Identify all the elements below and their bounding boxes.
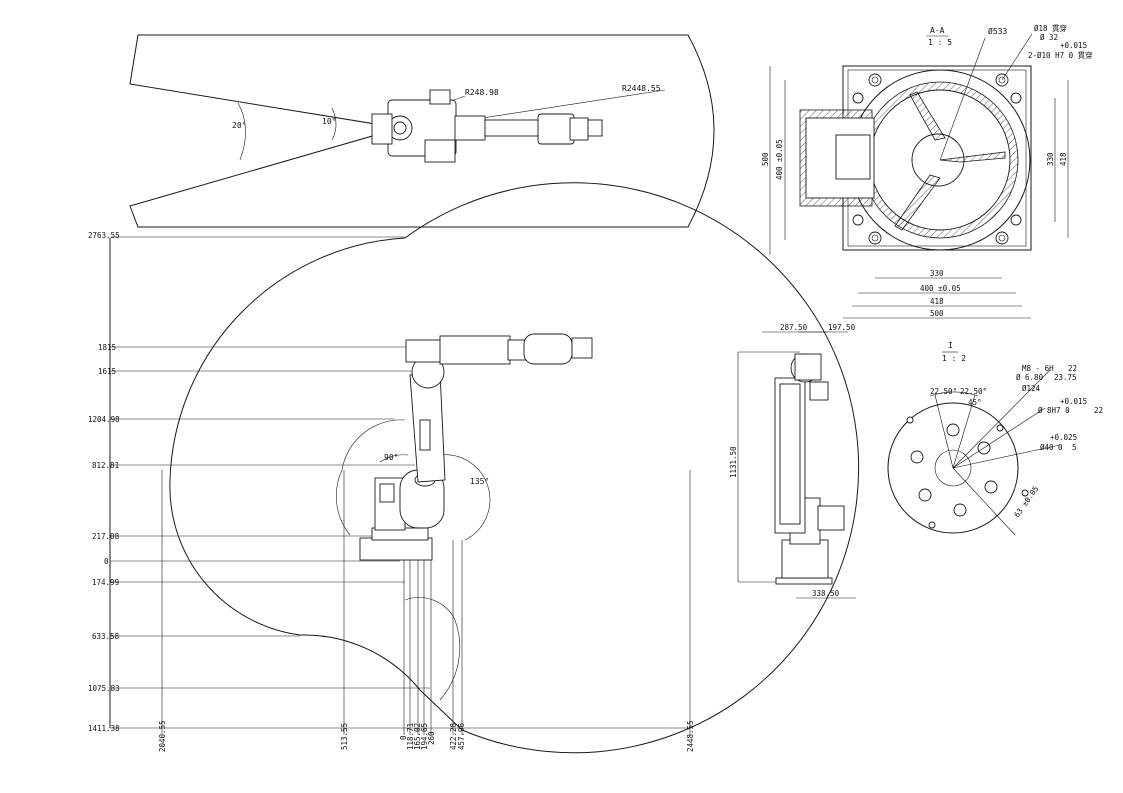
side-view-x-label: 2448.55 [686, 720, 695, 752]
flange-pcd-depth: 23.75 [1054, 373, 1077, 382]
top-view-angle-arc-10 [331, 107, 337, 141]
section-view: A-A 1 : 5 Ø533 [761, 23, 1093, 319]
flange-thread-depth: 22 [1068, 364, 1077, 373]
side-view-y-label: 2763.55 [88, 231, 120, 240]
side-view-y-labels: 2763.55 1815 1615 1204.98 812.81 217.08 … [88, 231, 120, 733]
section-title: A-A [930, 26, 945, 35]
top-view-radius-large: R2448.55 [622, 84, 661, 93]
side-view-x-label: 118.71 [406, 723, 415, 750]
section-w-500: 500 [930, 309, 944, 318]
flange-title: I [948, 341, 953, 350]
side-view-y-label: 1075.83 [88, 684, 120, 693]
top-view-angle-20: 20° [232, 121, 246, 130]
flange-bore-depth: 5 [1072, 443, 1077, 452]
front-view-robot [774, 353, 845, 585]
top-view-radius-small: R248.98 [465, 88, 499, 97]
section-h-330: 330 [1046, 152, 1055, 166]
flange-bolt-holes [906, 416, 1029, 529]
front-view-width-197: 197.50 [828, 323, 856, 332]
section-scale: 1 : 5 [928, 38, 952, 47]
flange-dia-pcd: Ø 6.80 [1016, 373, 1044, 382]
side-view-angle-90: 90° [384, 453, 398, 462]
side-view-angle-135: 135° [470, 477, 489, 486]
top-view-workspace-sector [129, 34, 715, 228]
flange-outer [887, 402, 1019, 534]
side-view-y-label: 217.08 [92, 532, 120, 541]
flange-angle-3: 45° [968, 398, 982, 407]
front-view: 287.50 197.50 1131.50 338.50 [729, 323, 856, 599]
front-view-base: 338.50 [812, 589, 840, 598]
section-dia-cbore: Ø 32 [1040, 33, 1058, 42]
flange-bore-tol: +0.025 [1050, 433, 1077, 442]
flange-dia-124: Ø124 [1022, 384, 1041, 393]
side-view-x-label: 2040.55 [158, 720, 167, 752]
side-view-y-label: 633.58 [92, 632, 120, 641]
side-view: 2763.55 1815 1615 1204.98 812.81 217.08 … [88, 182, 860, 754]
side-view-x-label: 422.28 [449, 722, 458, 750]
side-view-x-label: 194.65 [420, 723, 429, 750]
side-view-x-label: 513.55 [340, 723, 349, 750]
section-mount-holes [852, 73, 1022, 245]
section-w-418: 418 [930, 297, 944, 306]
section-w-400: 400 ±0.05 [920, 284, 961, 293]
section-h-500: 500 [761, 152, 770, 166]
flange-view: I 1 : 2 M8 - 6H 22 Ø 6.80 23.75 Ø124 22. [887, 341, 1103, 536]
flange-angle-2: 22.50° [960, 387, 987, 396]
flange-bore: Ø40 0 [1040, 443, 1063, 452]
side-view-y-label: 812.81 [92, 461, 119, 470]
section-pin-tol: +0.015 [1060, 41, 1087, 50]
flange-angle-1: 22.50° [930, 387, 957, 396]
section-dia-hole: Ø18 貫穿 [1034, 23, 1067, 33]
side-view-vertical-lines [161, 470, 691, 735]
side-view-inner-arc [335, 419, 406, 536]
side-view-robot [359, 333, 593, 561]
front-view-height: 1131.50 [729, 446, 738, 478]
section-pin: 2-Ø10 H7 0 貫穿 [1028, 50, 1093, 60]
flange-pcd: 63 ±0.05 [1012, 484, 1040, 519]
side-view-dimension-lines [110, 236, 690, 729]
side-view-x-labels: 2040.55 513.55 0 118.71 165.02 194.65 26… [158, 720, 695, 752]
side-view-x-label: 260 [427, 731, 436, 745]
side-view-y-label: 1815 [98, 343, 116, 352]
top-view: 20° 10° R248.98 R2448.55 [129, 34, 715, 228]
top-view-robot [371, 89, 603, 163]
section-h-400: 400 ±0.05 [775, 139, 784, 180]
side-view-y-label: 174.99 [92, 578, 119, 587]
top-view-angle-arc-20 [237, 102, 246, 161]
side-view-arc-90 [379, 454, 409, 463]
side-view-lower-arc [404, 597, 461, 701]
section-dia-main: Ø533 [988, 26, 1007, 36]
flange-bore [934, 449, 972, 487]
flange-pin: Ø 8H7 0 [1038, 406, 1070, 415]
side-view-x-label: 457.96 [457, 722, 466, 750]
side-view-y-label: 0 [104, 557, 109, 566]
section-h-418: 418 [1059, 152, 1068, 166]
flange-pin-tol: +0.015 [1060, 397, 1087, 406]
side-view-arc-135 [439, 454, 491, 541]
top-view-angle-10: 10° [322, 117, 336, 126]
flange-pin-depth: 22 [1094, 406, 1103, 415]
side-view-x-label: 165.02 [413, 723, 422, 750]
side-view-workspace-envelope [169, 182, 860, 754]
flange-thread: M8 - 6H [1022, 364, 1054, 373]
flange-scale: 1 : 2 [942, 354, 966, 363]
front-view-width-287: 287.50 [780, 323, 808, 332]
side-view-y-label: 1615 [98, 367, 116, 376]
side-view-x-label: 0 [399, 735, 408, 740]
side-view-y-label: 1411.38 [88, 724, 120, 733]
side-view-y-label: 1204.98 [88, 415, 120, 424]
section-w-330: 330 [930, 269, 944, 278]
